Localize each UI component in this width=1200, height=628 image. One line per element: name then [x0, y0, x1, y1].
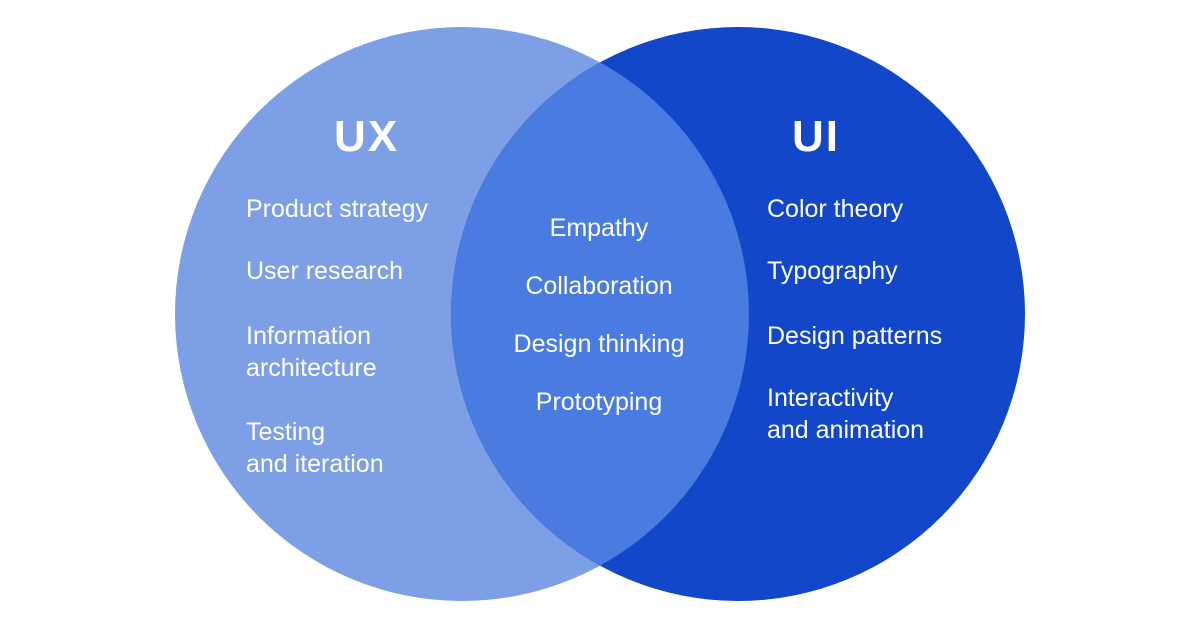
- ui-item: Interactivity and animation: [767, 384, 925, 444]
- ux-item: Information architecture: [246, 322, 377, 382]
- ux-item: User research: [246, 257, 403, 285]
- ux-item: Product strategy: [246, 195, 429, 223]
- ux-title: UX: [334, 112, 400, 161]
- ux-item: Testing and iteration: [246, 418, 384, 478]
- shared-item: Design thinking: [513, 330, 685, 358]
- ui-item: Typography: [767, 257, 898, 285]
- venn-intersection: [451, 27, 749, 601]
- shared-item: Prototyping: [535, 388, 663, 416]
- ui-item: Design patterns: [767, 322, 943, 350]
- ui-item: Color theory: [767, 195, 904, 223]
- shared-item: Collaboration: [525, 272, 673, 300]
- shared-item: Empathy: [549, 214, 649, 242]
- ui-title: UI: [792, 112, 840, 161]
